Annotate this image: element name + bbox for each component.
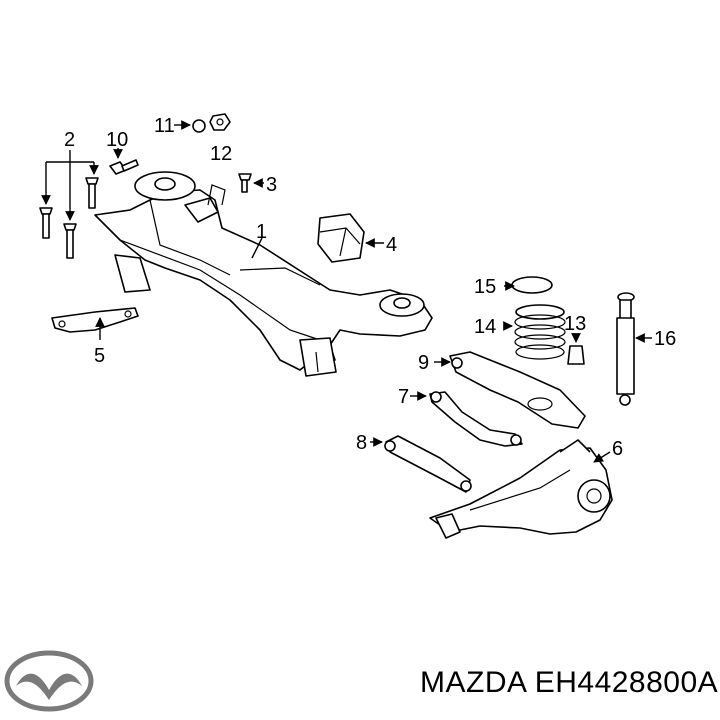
callout-8: 8 <box>356 432 367 454</box>
nut-11 <box>192 119 206 133</box>
lower-arm-9 <box>449 351 586 429</box>
callout-15: 15 <box>474 276 496 298</box>
subframe-crossmember <box>94 171 433 377</box>
bolt-3 <box>238 173 252 193</box>
mount-4 <box>317 213 365 263</box>
callout-1: 1 <box>256 221 267 243</box>
shock-absorber-16 <box>616 292 635 406</box>
callout-4: 4 <box>386 234 397 256</box>
callout-12: 12 <box>210 143 232 165</box>
callout-2: 2 <box>64 129 75 151</box>
brand-name: MAZDA <box>420 666 526 699</box>
part-number: EH4428800A <box>534 666 719 699</box>
nut-12 <box>209 113 231 131</box>
part-label: MAZDA EH4428800A <box>420 666 718 700</box>
callout-6: 6 <box>612 438 623 460</box>
bolt-10 <box>109 159 139 175</box>
callout-3: 3 <box>266 174 277 196</box>
bump-stop-13 <box>567 345 585 365</box>
callout-10: 10 <box>106 129 128 151</box>
knuckle-6 <box>429 439 613 539</box>
spring-seat-15 <box>511 276 553 294</box>
lateral-link-8 <box>384 435 472 493</box>
callout-7: 7 <box>398 386 409 408</box>
mazda-logo-icon <box>4 650 94 712</box>
callout-5: 5 <box>94 345 105 367</box>
callout-14: 14 <box>474 316 496 338</box>
bolt-set <box>39 177 99 259</box>
callout-9: 9 <box>418 352 429 374</box>
bracket-5 <box>51 307 139 333</box>
callout-13: 13 <box>564 313 586 335</box>
callout-16: 16 <box>654 328 676 350</box>
coil-spring-14 <box>514 304 566 360</box>
upper-arm-7 <box>429 391 523 447</box>
callout-11: 11 <box>154 115 175 137</box>
